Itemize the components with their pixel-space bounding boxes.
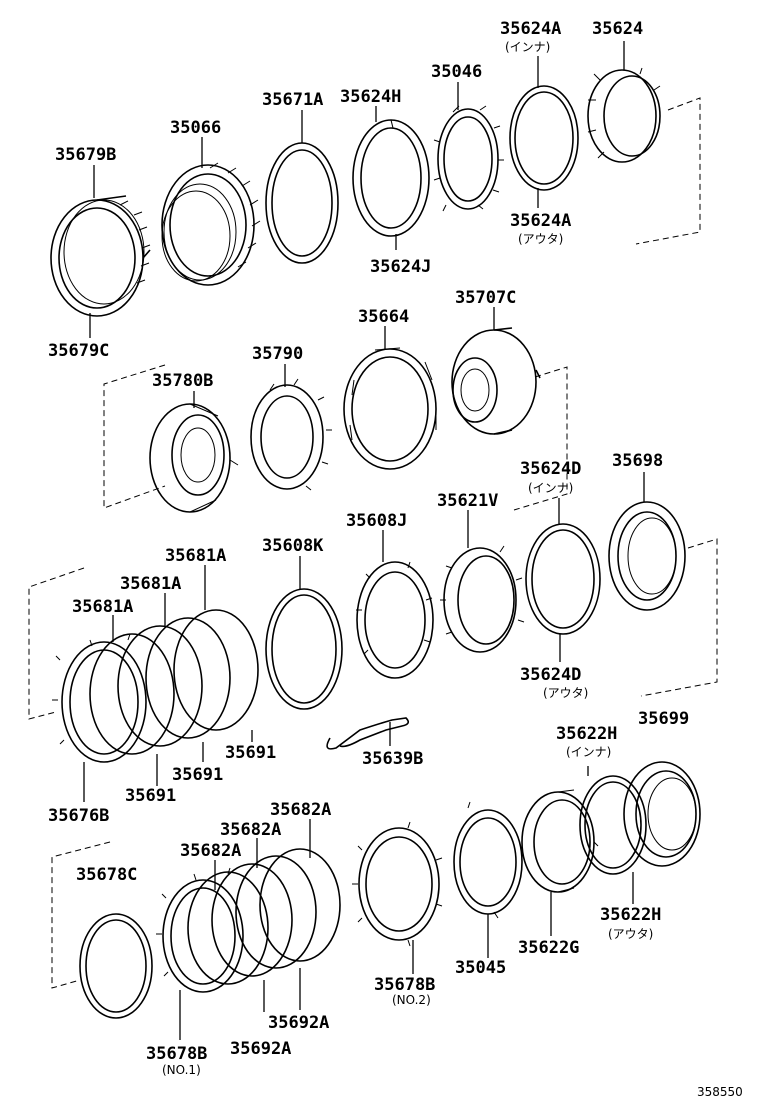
label-35691-3: 35691	[125, 786, 176, 806]
part-35608k-snap-ring[interactable]	[265, 588, 343, 710]
guide-line-row2-left	[103, 364, 166, 509]
part-35699-piston[interactable]	[623, 761, 701, 867]
label-35678b-no2-note: (NO.2)	[392, 993, 431, 1007]
part-clutch-pack-35681a-35691[interactable]	[52, 609, 259, 763]
part-35698-piston[interactable]	[608, 501, 686, 611]
label-35691-2: 35691	[172, 765, 223, 785]
label-35622h-outer-note: (アウタ)	[608, 927, 653, 941]
label-35624j: 35624J	[370, 257, 431, 277]
label-35624a-outer-note: (アウタ)	[518, 232, 563, 246]
label-35678b-no1-note: (NO.1)	[162, 1063, 201, 1077]
part-35664-one-way-clutch[interactable]	[343, 347, 437, 470]
label-35608k: 35608K	[262, 536, 324, 556]
guide-line-row4-left	[51, 841, 111, 989]
label-35624a-inner-note: (インナ)	[505, 40, 550, 54]
label-35679c: 35679C	[48, 341, 109, 361]
label-35682a-3: 35682A	[180, 841, 241, 861]
label-35624a-inner: 35624A	[500, 19, 561, 39]
label-35678b-no1: 35678B	[146, 1044, 207, 1064]
label-35664: 35664	[358, 307, 409, 327]
part-35790-hub[interactable]	[250, 378, 332, 491]
part-35678b-no2-plate[interactable]	[352, 821, 443, 947]
part-35046-hub[interactable]	[433, 105, 504, 212]
label-35678c: 35678C	[76, 865, 137, 885]
label-35624: 35624	[592, 19, 643, 39]
label-35624a-outer: 35624A	[510, 211, 571, 231]
part-35624d-seal-ring[interactable]	[525, 523, 601, 635]
label-35780b: 35780B	[152, 371, 213, 391]
label-35678b-no2: 35678B	[374, 975, 435, 995]
part-clutch-pack-35682a-35692a[interactable]	[156, 848, 341, 993]
label-35066: 35066	[170, 118, 221, 138]
part-35707c-drum[interactable]	[451, 327, 541, 435]
label-35790: 35790	[252, 344, 303, 364]
label-35707c: 35707C	[455, 288, 516, 308]
label-35624d-outer-note: (アウタ)	[543, 686, 588, 700]
guide-line-row3-left	[28, 567, 85, 720]
part-35045-plate[interactable]	[453, 801, 523, 919]
label-35046: 35046	[431, 62, 482, 82]
label-35622h-inner: 35622H	[556, 724, 617, 744]
callout-labels: 35624A (インナ) 35624 35046 35671A 35624H 3…	[48, 19, 743, 1099]
label-35698: 35698	[612, 451, 663, 471]
leader-lines	[83, 41, 645, 1040]
part-35639b-spring[interactable]	[326, 717, 410, 750]
label-35622h-outer: 35622H	[600, 905, 661, 925]
label-35045: 35045	[455, 958, 506, 978]
part-35780b-carrier[interactable]	[149, 403, 239, 513]
label-35681a-3: 35681A	[72, 597, 133, 617]
label-35671a: 35671A	[262, 90, 323, 110]
label-35692a-1: 35692A	[268, 1013, 329, 1033]
label-35624h: 35624H	[340, 87, 401, 107]
label-35682a-2: 35682A	[220, 820, 281, 840]
label-35624d-outer: 35624D	[520, 665, 581, 685]
diagram-reference-number: 358550	[697, 1085, 743, 1099]
label-35608j: 35608J	[346, 511, 407, 531]
part-35624-spline-ring[interactable]	[587, 67, 661, 163]
part-35679b-drum[interactable]	[50, 195, 151, 317]
label-35682a-1: 35682A	[270, 800, 331, 820]
label-35681a-2: 35681A	[120, 574, 181, 594]
part-35066-clutch-drum[interactable]	[161, 162, 261, 286]
label-35699: 35699	[638, 709, 689, 729]
label-35624d-inner-note: (インナ)	[528, 481, 573, 495]
part-35622g-piston[interactable]	[521, 789, 599, 893]
label-35681a-1: 35681A	[165, 546, 226, 566]
guide-line-row3-right	[640, 538, 718, 697]
part-35678c-snap-ring[interactable]	[79, 913, 153, 1019]
label-35624d-inner: 35624D	[520, 459, 581, 479]
label-35622h-inner-note: (インナ)	[566, 745, 611, 759]
label-35676b: 35676B	[48, 806, 109, 826]
label-35621v: 35621V	[437, 491, 498, 511]
part-35622h-seal-ring[interactable]	[579, 775, 647, 875]
label-35679b: 35679B	[55, 145, 116, 165]
part-35608j-plate[interactable]	[356, 561, 434, 679]
label-35691-1: 35691	[225, 743, 276, 763]
part-35621v-piston[interactable]	[440, 545, 525, 653]
part-35671a-ring[interactable]	[265, 142, 339, 264]
part-35624h-seal-ring[interactable]	[352, 119, 430, 237]
label-35622g: 35622G	[518, 938, 579, 958]
label-35639b: 35639B	[362, 749, 423, 769]
label-35692a-2: 35692A	[230, 1039, 291, 1059]
guide-line-row1-right	[635, 97, 701, 245]
part-35624a-seal-ring[interactable]	[509, 85, 579, 191]
